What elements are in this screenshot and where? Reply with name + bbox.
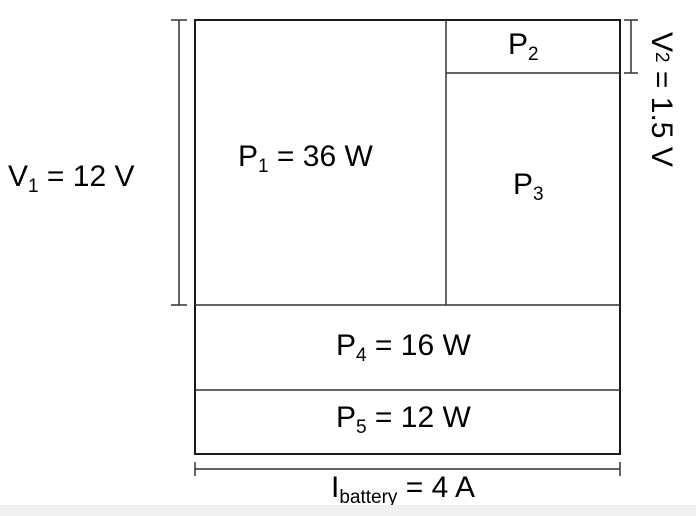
p3-label: P3 [513, 168, 544, 205]
bottom-strip [0, 505, 696, 516]
outer-box [194, 19, 621, 455]
p4-label: P4 = 16 W [336, 329, 471, 366]
p2-label: P2 [508, 28, 539, 65]
i-battery-label: Ibattery = 4 A [331, 471, 476, 508]
v2-label: V2 = 1.5 V [645, 32, 678, 167]
p5-label: P5 = 12 W [336, 401, 471, 438]
v1-label: V1 = 12 V [8, 160, 135, 197]
p1-label: P1 = 36 W [238, 140, 373, 177]
